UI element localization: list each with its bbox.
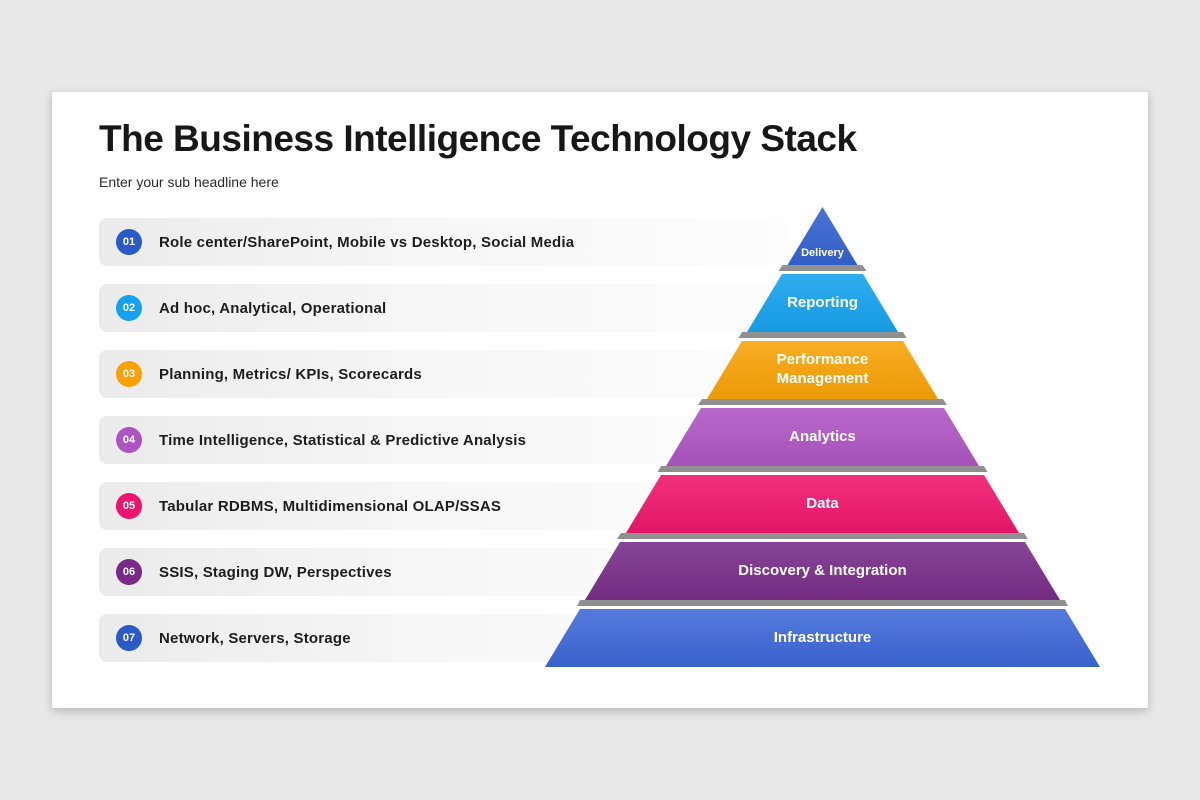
item-label: SSIS, Staging DW, Perspectives	[159, 563, 392, 581]
list-item: 01 Role center/SharePoint, Mobile vs Des…	[99, 218, 789, 266]
pyramid-layer: Reporting	[545, 274, 1100, 338]
slide-subtitle: Enter your sub headline here	[99, 174, 279, 190]
pyramid-layer: Discovery & Integration	[545, 542, 1100, 606]
item-label: Time Intelligence, Statistical & Predict…	[159, 431, 527, 449]
pyramid-layer-edge	[778, 265, 867, 271]
slide-card: The Business Intelligence Technology Sta…	[52, 92, 1148, 708]
pyramid-layer-edge	[657, 466, 988, 472]
pyramid-layer-face	[545, 609, 1100, 667]
item-list: 01 Role center/SharePoint, Mobile vs Des…	[99, 218, 789, 680]
pyramid-layer-face	[585, 542, 1060, 600]
pyramid-layer-edge	[738, 332, 907, 338]
item-number-badge: 01	[116, 229, 142, 255]
pyramid-layer: Data	[545, 475, 1100, 539]
item-label: Tabular RDBMS, Multidimensional OLAP/SSA…	[159, 497, 502, 515]
list-item: 03 Planning, Metrics/ KPIs, Scorecards	[99, 350, 789, 398]
item-number-badge: 07	[116, 625, 142, 651]
list-item: 02 Ad hoc, Analytical, Operational	[99, 284, 789, 332]
item-number-badge: 02	[116, 295, 142, 321]
pyramid-layer-edge	[617, 533, 1028, 539]
pyramid-layer-edge	[698, 399, 947, 405]
pyramid-layer: Analytics	[545, 408, 1100, 472]
pyramid-layer: Delivery	[545, 207, 1100, 271]
item-label: Role center/SharePoint, Mobile vs Deskto…	[159, 233, 575, 251]
pyramid-layer: Infrastructure	[545, 609, 1100, 667]
pyramid-layer-label: Data	[806, 494, 839, 512]
item-label: Network, Servers, Storage	[159, 629, 351, 647]
pyramid-layer-face	[626, 475, 1019, 533]
pyramid-layer-label: Discovery & Integration	[738, 561, 907, 579]
item-number-badge: 03	[116, 361, 142, 387]
item-number-badge: 06	[116, 559, 142, 585]
item-number-badge: 04	[116, 427, 142, 453]
slide-title: The Business Intelligence Technology Sta…	[99, 118, 857, 159]
pyramid-layer-label: Delivery	[801, 247, 844, 260]
item-label: Ad hoc, Analytical, Operational	[159, 299, 387, 317]
pyramid-layer-label: Performance Management	[776, 351, 869, 387]
pyramid-layer: Performance Management	[545, 341, 1100, 405]
pyramid-layer-face	[666, 408, 979, 466]
pyramid-layer-label: Infrastructure	[773, 628, 872, 646]
pyramid-diagram: Delivery Reporting Performance Managemen…	[545, 207, 1100, 673]
pyramid-layer-label: Analytics	[789, 427, 856, 445]
item-label: Planning, Metrics/ KPIs, Scorecards	[159, 365, 422, 383]
item-number-badge: 05	[116, 493, 142, 519]
pyramid-layer-edge	[577, 600, 1068, 606]
pyramid-layer-face	[707, 341, 938, 399]
pyramid-layer-label: Reporting	[787, 293, 858, 311]
